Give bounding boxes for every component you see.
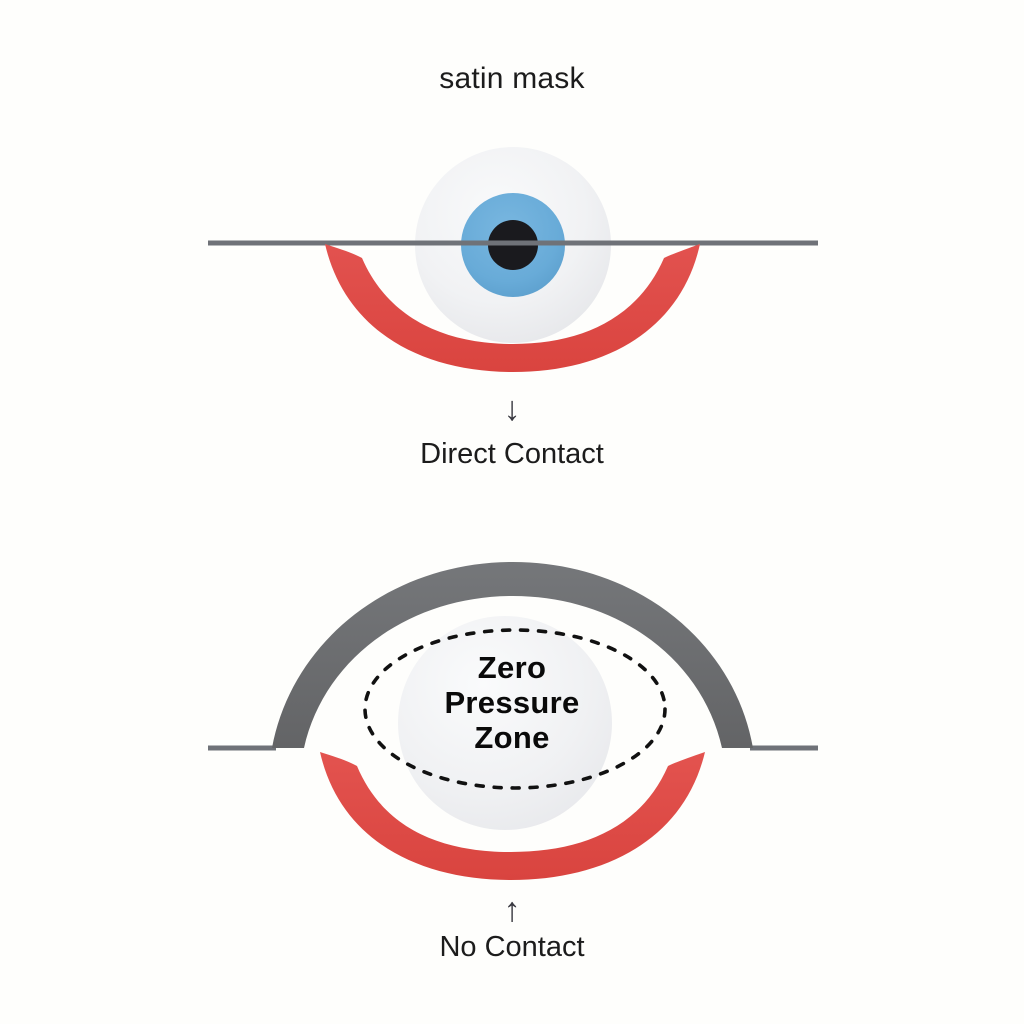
arrow-up-icon: ↑ [503,891,521,929]
zero-pressure-zone-outline [363,628,667,790]
arrow-down-icon: ↓ [503,390,521,428]
panel-no-contact [208,562,818,880]
caption-no-contact: No Contact [439,931,585,963]
lower-lid-curve-top [325,244,700,372]
page-title: satin mask [439,62,585,95]
eye-sphere-bottom [398,616,612,830]
caption-direct-contact: Direct Contact [420,438,604,470]
mask-dome-arch [272,562,753,748]
zero-pressure-zone-label-line2: Pressure [444,685,580,720]
lower-lid-curve-bottom [320,752,705,880]
panel-direct-contact [208,147,818,372]
zero-pressure-zone-label-line3: Zone [474,720,550,755]
zero-pressure-zone-label-line1: Zero [477,650,547,685]
